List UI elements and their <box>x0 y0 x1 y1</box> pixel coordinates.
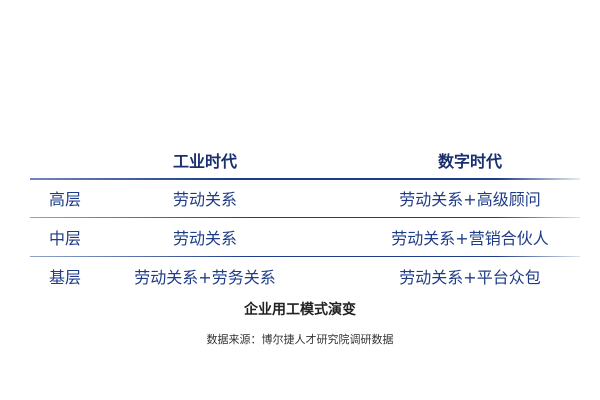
row-industrial-value: 劳动关系+劳务关系 <box>134 267 276 287</box>
table-row: 基层 劳动关系+劳务关系 劳动关系+平台众包 <box>30 256 580 295</box>
row-digital-value: 劳动关系+高级顾问 <box>399 189 541 209</box>
table-row: 中层 劳动关系 劳动关系+营销合伙人 <box>30 217 580 256</box>
row-digital-value: 劳动关系+平台众包 <box>399 267 541 287</box>
data-source-note: 数据来源：博尔捷人才研究院调研数据 <box>206 333 394 346</box>
employment-model-table: 工业时代 数字时代 高层 劳动关系 劳动关系+高级顾问 中层 劳动关系 劳动关系… <box>30 141 580 295</box>
header-level <box>30 141 100 178</box>
header-divider <box>30 178 580 180</box>
row-level-label: 中层 <box>48 228 81 248</box>
row-level-label: 基层 <box>48 267 81 287</box>
header-digital-era: 数字时代 <box>437 151 502 171</box>
row-digital-value: 劳动关系+营销合伙人 <box>391 228 549 248</box>
table-caption: 企业用工模式演变 <box>244 302 356 318</box>
row-industrial-value: 劳动关系 <box>172 189 237 209</box>
row-level-label: 高层 <box>48 189 81 209</box>
row-divider <box>30 256 580 257</box>
row-divider <box>30 217 580 218</box>
row-industrial-value: 劳动关系 <box>172 228 237 248</box>
header-industrial-era: 工业时代 <box>172 151 237 171</box>
table-header-row: 工业时代 数字时代 <box>30 141 580 178</box>
table-row: 高层 劳动关系 劳动关系+高级顾问 <box>30 178 580 217</box>
